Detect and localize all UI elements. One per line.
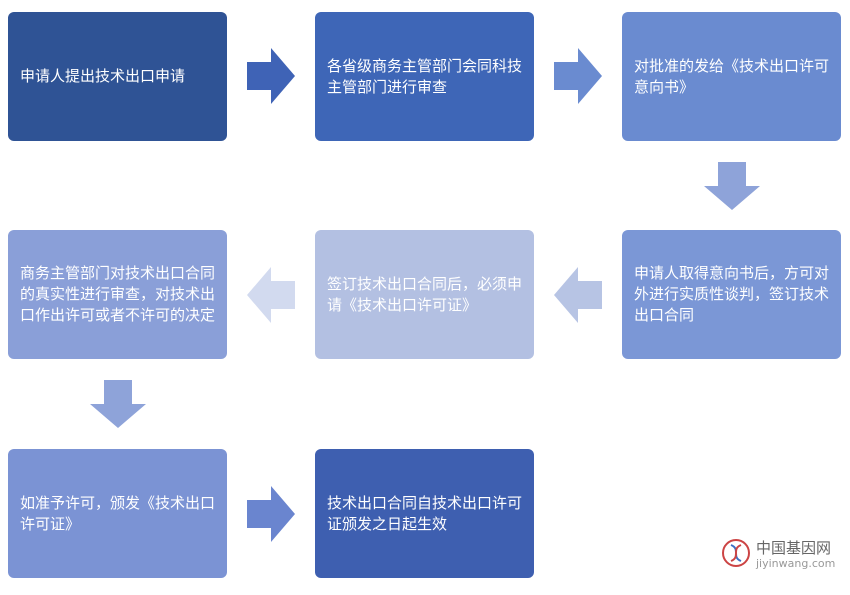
step-2-box: 各省级商务主管部门会同科技主管部门进行审查 [315,12,534,141]
step-8-box: 技术出口合同自技术出口许可证颁发之日起生效 [315,449,534,578]
arrow-right-2 [554,48,602,104]
step-6-box: 商务主管部门对技术出口合同的真实性进行审查，对技术出口作出许可或者不许可的决定 [8,230,227,359]
watermark-name: 中国基因网 [756,539,832,557]
step-7-box: 如准予许可，颁发《技术出口许可证》 [8,449,227,578]
step-1-text: 申请人提出技术出口申请 [20,67,186,85]
watermark-url: jiyinwang.com [756,557,836,570]
step-3-box: 对批准的发给《技术出口许可意向书》 [622,12,841,141]
step-5-box: 签订技术出口合同后，必须申请《技术出口许可证》 [315,230,534,359]
arrow-down-1 [704,162,760,210]
dna-logo-icon [722,539,750,567]
step-1-box: 申请人提出技术出口申请 [8,12,227,141]
step-2-text: 各省级商务主管部门会同科技主管部门进行审查 [327,56,523,96]
step-5-text: 签订技术出口合同后，必须申请《技术出口许可证》 [327,274,523,314]
step-3-text: 对批准的发给《技术出口许可意向书》 [634,56,830,96]
step-8-text: 技术出口合同自技术出口许可证颁发之日起生效 [327,493,523,533]
step-7-text: 如准予许可，颁发《技术出口许可证》 [20,493,216,533]
arrow-down-2 [90,380,146,428]
arrow-right-1 [247,48,295,104]
step-4-box: 申请人取得意向书后，方可对外进行实质性谈判，签订技术出口合同 [622,230,841,359]
arrow-left-2 [247,267,295,323]
arrow-left-1 [554,267,602,323]
step-6-text: 商务主管部门对技术出口合同的真实性进行审查，对技术出口作出许可或者不许可的决定 [20,264,216,324]
watermark: 中国基因网 jiyinwang.com [722,535,842,575]
step-4-text: 申请人取得意向书后，方可对外进行实质性谈判，签订技术出口合同 [634,264,830,324]
arrow-right-3 [247,486,295,542]
